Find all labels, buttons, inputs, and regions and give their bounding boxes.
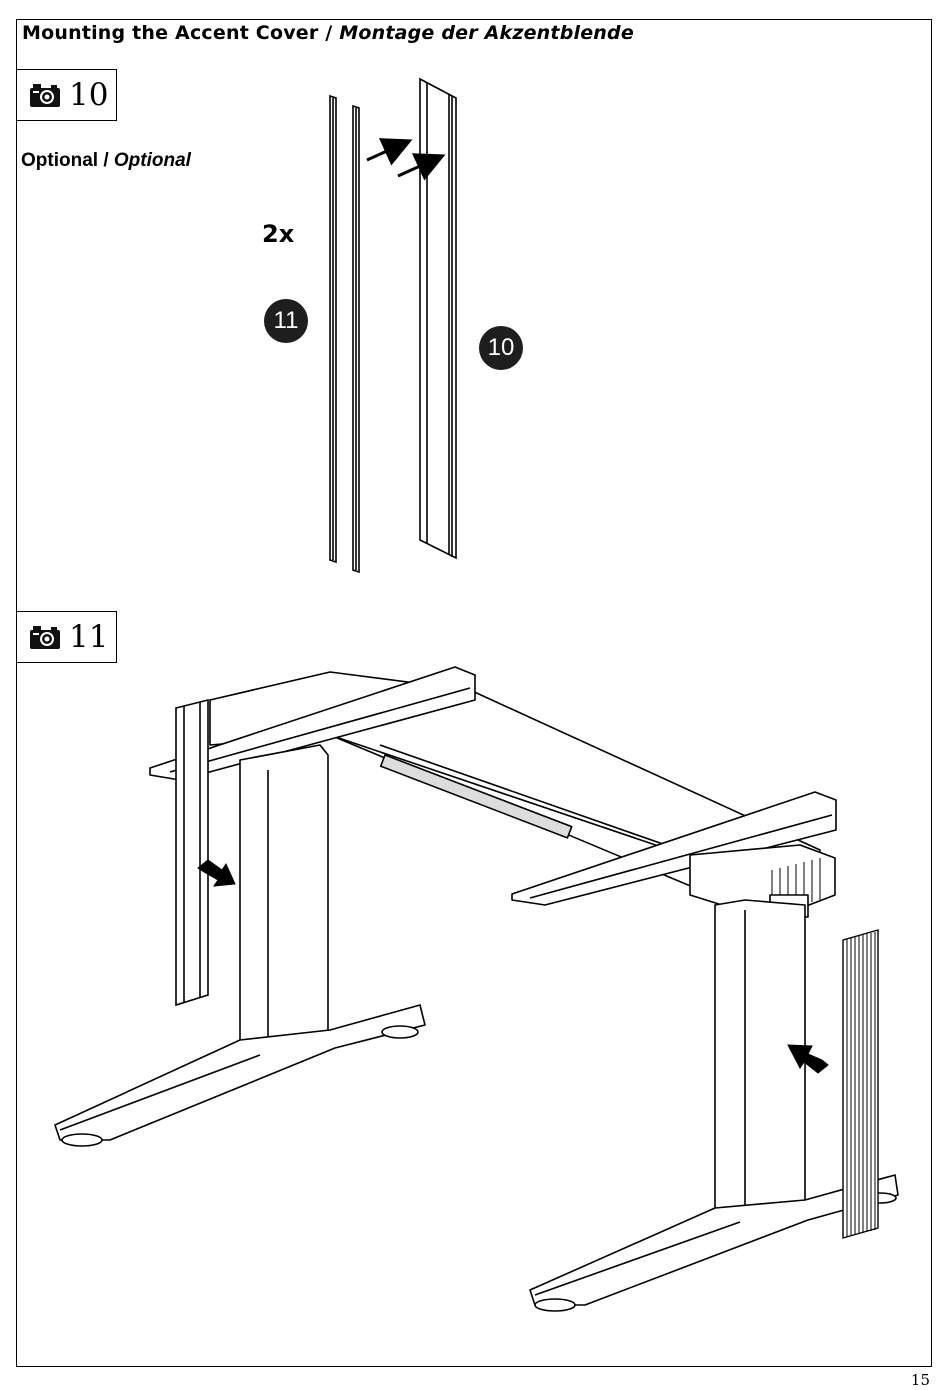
camera-icon [30, 84, 60, 107]
optional-label: Optional / Optional [21, 150, 191, 172]
accent-cover-part-10 [419, 77, 457, 560]
left-accent-cover [175, 698, 209, 1007]
optional-de: Optional [113, 150, 191, 171]
step-10-box: 10 [16, 69, 117, 121]
step-10-number: 10 [69, 77, 109, 113]
right-accent-cover [842, 929, 879, 1239]
part-badge-10: 10 [479, 326, 523, 370]
page-frame [16, 19, 932, 1367]
mount-arrows [197, 859, 829, 1074]
strip-part-11-b [352, 104, 360, 574]
camera-icon [30, 626, 60, 649]
step-11-number: 11 [69, 619, 109, 655]
step-11-box: 11 [16, 611, 117, 663]
optional-separator: / [98, 150, 114, 171]
part-badge-11: 11 [264, 299, 308, 343]
insert-arrows [366, 138, 446, 181]
page-title: Mounting the Accent Cover / Montage der … [22, 22, 634, 44]
title-en: Mounting the Accent Cover [22, 22, 319, 44]
desk-frame [54, 666, 899, 1312]
page-number: 15 [910, 1371, 930, 1389]
quantity-label: 2x [262, 220, 295, 248]
strip-part-11-a [329, 94, 337, 564]
optional-en: Optional [21, 150, 99, 171]
title-de: Montage der Akzentblende [339, 22, 634, 44]
title-separator: / [318, 22, 340, 44]
